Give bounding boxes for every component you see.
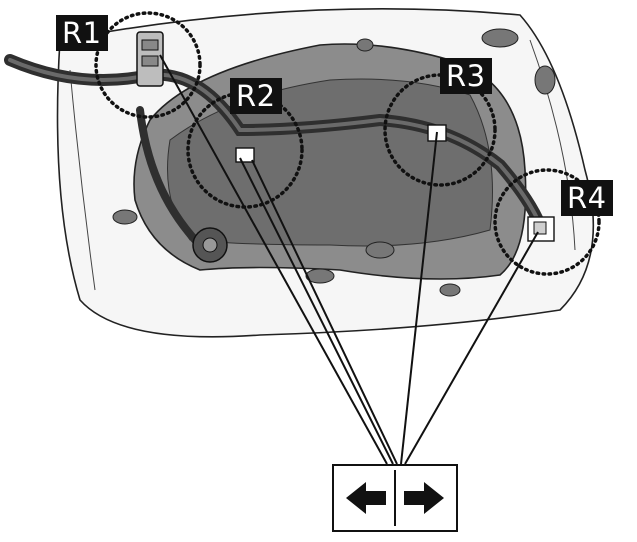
leader-line-r2a — [239, 157, 394, 465]
direction-indicator — [332, 464, 458, 532]
clip-r4 — [527, 216, 555, 242]
panel-hole — [439, 283, 461, 297]
callout-r3: R3 — [440, 58, 492, 94]
panel-hole — [365, 241, 395, 259]
left-arrow-icon — [346, 482, 386, 514]
leader-line-r3 — [400, 131, 438, 465]
body-panel-edge-line — [529, 39, 576, 251]
leader-line-r1 — [159, 54, 388, 465]
leader-line-r4 — [404, 231, 539, 465]
leader-line-r2b — [251, 159, 398, 465]
wiring-harness-highlight — [8, 58, 542, 227]
callout-r1: R1 — [56, 15, 108, 51]
panel-hole — [356, 38, 374, 52]
right-arrow-icon — [404, 482, 444, 514]
direction-arrows — [346, 470, 444, 526]
panel-hole — [305, 268, 335, 284]
callout-r2: R2 — [230, 78, 282, 114]
clip-r2 — [235, 147, 255, 163]
lower-socket-inner — [202, 237, 218, 253]
body-panel-inner-line — [69, 69, 96, 291]
highlight-circle-r1 — [94, 11, 202, 119]
callout-r4: R4 — [561, 180, 613, 216]
panel-hole — [112, 209, 138, 225]
panel-hole — [481, 28, 519, 48]
connector-r1 — [136, 31, 164, 87]
panel-hole — [534, 65, 556, 95]
highlight-circle-r4 — [493, 168, 601, 276]
